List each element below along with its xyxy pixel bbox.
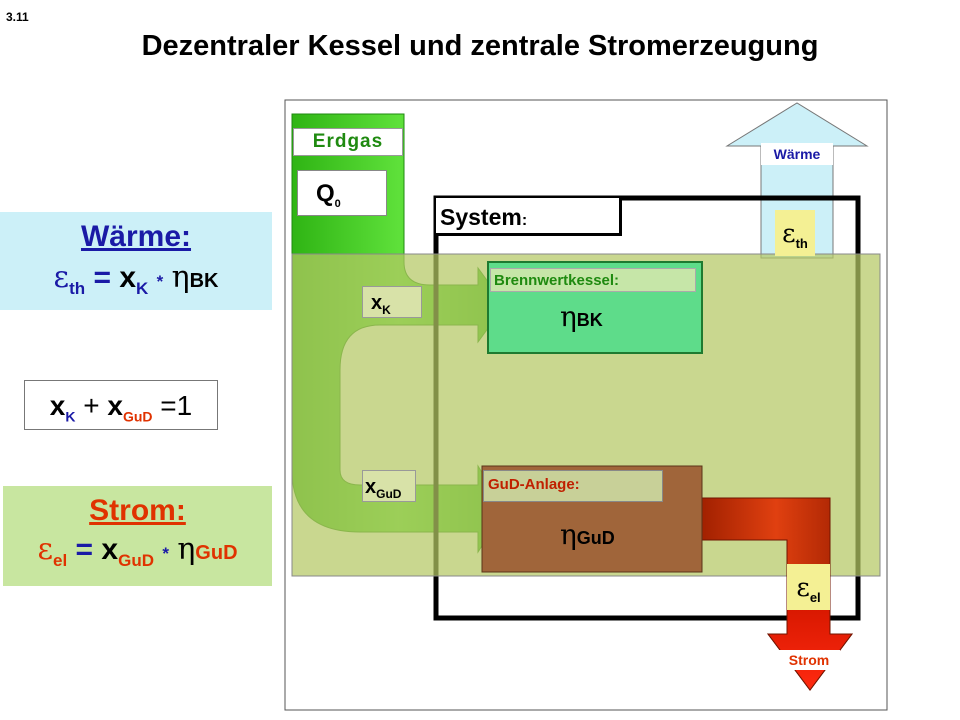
sum-eq: =1 — [160, 390, 193, 421]
heat-mul: * — [156, 272, 164, 291]
power-equation-box: Strom: εel = xGuD * ηGuD — [3, 486, 272, 586]
heat-eta: η — [171, 260, 190, 295]
power-equation: εel = xGuD * ηGuD — [3, 532, 272, 571]
sum-plus: + — [83, 390, 100, 421]
power-eps-sub: el — [53, 551, 68, 570]
heat-label: Wärme — [761, 143, 833, 165]
gud-label: GuD-Anlage: — [483, 470, 663, 502]
input-symbol-box: Q0 — [297, 170, 387, 216]
eps-el-box: εel — [787, 564, 830, 610]
heat-eta-sub: BK — [189, 270, 219, 292]
heat-eps: ε — [53, 260, 70, 295]
power-x-sub: GuD — [118, 551, 154, 570]
power-mul: * — [162, 544, 169, 563]
eps-th-symbol: ε — [782, 219, 796, 249]
split-k-x: x — [371, 292, 383, 314]
power-eps: ε — [37, 532, 54, 567]
power-equation-title: Strom: — [89, 494, 186, 527]
system-label: System — [440, 204, 522, 230]
heat-equation: εth = xK * ηBK — [0, 260, 272, 299]
boiler-label: Brennwertkessel: — [490, 268, 696, 292]
eps-el-sub: el — [809, 590, 821, 606]
heat-eps-sub: th — [69, 279, 86, 298]
power-label: Strom — [778, 650, 840, 670]
gud-eta-symbol: η — [560, 518, 577, 551]
eps-el-symbol: ε — [796, 573, 810, 603]
power-eta: η — [177, 532, 196, 567]
sum-x1: x — [49, 390, 66, 421]
gud-eta: ηGuD — [560, 518, 615, 551]
input-label: Erdgas — [293, 128, 403, 156]
sum-equation-box: xK + xGuD =1 — [24, 380, 218, 430]
power-eq-sign: = — [75, 533, 94, 566]
split-k-label: xK — [362, 286, 422, 318]
split-gud-sub: GuD — [376, 487, 402, 501]
system-label-colon: : — [521, 212, 528, 229]
page-title: Dezentraler Kessel und zentrale Stromerz… — [141, 30, 819, 62]
heat-x: x — [119, 261, 137, 294]
power-x: x — [101, 533, 119, 566]
boiler-eta: ηBK — [560, 300, 603, 333]
system-label-box: System: — [436, 198, 622, 236]
heat-equation-title: Wärme: — [80, 220, 192, 253]
eps-th-box: εth — [775, 210, 815, 256]
input-symbol-sub: 0 — [334, 197, 341, 210]
sum-x1-sub: K — [65, 408, 76, 425]
eps-th-sub: th — [795, 236, 808, 252]
input-symbol: Q — [316, 180, 335, 207]
boiler-eta-sub: BK — [576, 310, 603, 330]
power-eta-sub: GuD — [195, 542, 238, 564]
heat-x-sub: K — [136, 279, 149, 298]
heat-equation-box: Wärme: εth = xK * ηBK — [0, 212, 272, 310]
split-k-sub: K — [382, 303, 391, 317]
split-gud-label: xGuD — [362, 470, 416, 502]
heat-eq-sign: = — [93, 261, 111, 294]
sum-x2-sub: GuD — [122, 408, 153, 425]
split-gud-x: x — [365, 476, 377, 498]
slide-number: 3.11 — [6, 10, 29, 24]
boiler-eta-symbol: η — [560, 300, 577, 333]
sum-x2: x — [107, 390, 123, 421]
gud-eta-sub: GuD — [576, 528, 615, 548]
